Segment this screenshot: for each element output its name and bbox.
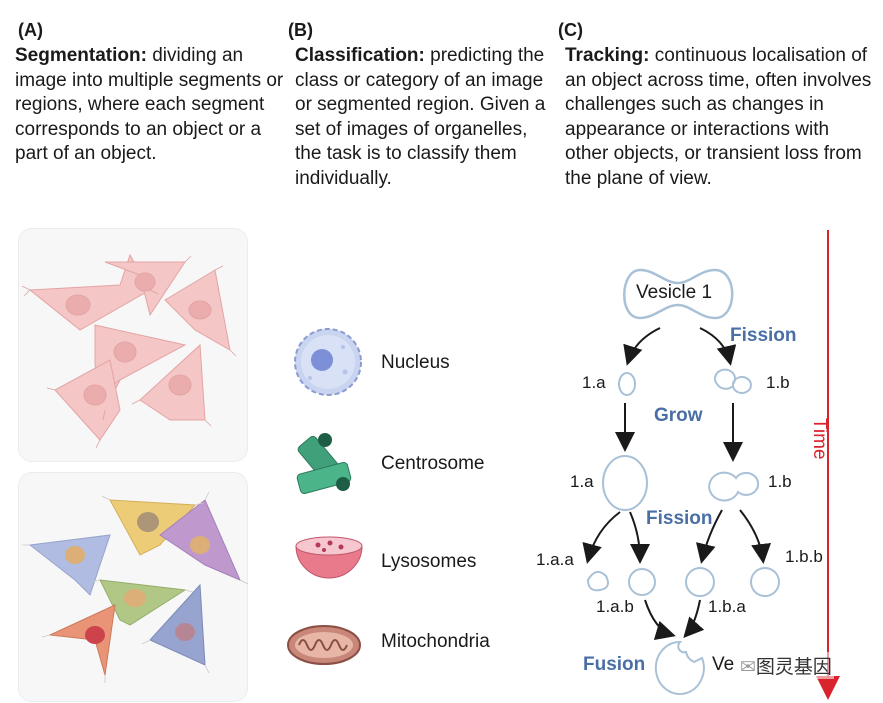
node-label-1a-grown: 1.a bbox=[570, 472, 594, 491]
grow-label: Grow bbox=[654, 405, 703, 426]
vesicle-1ab bbox=[628, 568, 656, 596]
node-label-1ab: 1.a.b bbox=[596, 597, 634, 616]
organelle-label-nucleus: Nucleus bbox=[381, 352, 450, 373]
arrow bbox=[699, 327, 737, 366]
cell-icon bbox=[99, 579, 187, 626]
node-label-1b: 1.b bbox=[766, 373, 790, 392]
cell-icon bbox=[104, 261, 186, 317]
node-label-1b-grown: 1.b bbox=[768, 472, 792, 491]
tracking-term: Tracking: bbox=[565, 45, 650, 66]
vesicle-1b-grown bbox=[708, 471, 760, 502]
segmented-cell-filopodia bbox=[22, 491, 249, 683]
arrow bbox=[739, 509, 772, 564]
cell-icon bbox=[164, 269, 231, 351]
arrow bbox=[629, 511, 650, 564]
node-label-1a: 1.a bbox=[582, 373, 606, 392]
cell-icon bbox=[149, 583, 206, 666]
classification-description: Classification: predicting the class or … bbox=[295, 44, 557, 191]
fission-label-2: Fission bbox=[646, 508, 713, 529]
panel-b-letter: (B) bbox=[288, 20, 313, 40]
tracking-vesicles bbox=[586, 368, 780, 695]
tracking-description: Tracking: continuous localisation of an … bbox=[565, 44, 875, 191]
watermark-text: 图灵基因 bbox=[755, 657, 832, 678]
node-label-1aa: 1.a.a bbox=[536, 550, 574, 569]
node-label-1bb: 1.b.b bbox=[785, 547, 823, 566]
watermark-chat-icon: ✉ bbox=[740, 657, 756, 678]
segmentation-term: Segmentation: bbox=[15, 45, 147, 66]
segmentation-description: Segmentation: dividing an image into mul… bbox=[15, 44, 287, 167]
arrow bbox=[644, 599, 676, 641]
vesicle-1ba bbox=[685, 567, 715, 597]
segmented-cells bbox=[28, 499, 241, 676]
organelle-label-centrosome: Centrosome bbox=[381, 453, 485, 474]
cell-icon bbox=[48, 604, 116, 676]
lysosome-icon bbox=[295, 536, 363, 579]
node-label-1ba: 1.b.a bbox=[708, 597, 746, 616]
tracking-text: continuous localisation of an object acr… bbox=[565, 45, 872, 189]
raw-cells bbox=[28, 253, 231, 441]
time-axis-label: Time bbox=[809, 418, 830, 460]
classification-term: Classification: bbox=[295, 45, 425, 66]
vesicle-1aa bbox=[586, 570, 609, 592]
tracking-arrows bbox=[582, 327, 772, 641]
arrow bbox=[623, 327, 661, 366]
fused-vesicle-label: Ve bbox=[712, 654, 735, 675]
vesicle-1-shape bbox=[623, 268, 734, 320]
arrow bbox=[696, 509, 723, 564]
nucleus-icon bbox=[294, 328, 362, 396]
vesicle-1b-small bbox=[714, 368, 752, 394]
centrosome-icon bbox=[296, 433, 352, 494]
fission-label-1: Fission bbox=[730, 325, 797, 346]
organelle-label-lysosomes: Lysosomes bbox=[381, 551, 477, 572]
arrow bbox=[582, 511, 621, 564]
cell-icon bbox=[54, 359, 121, 441]
panel-c-letter: (C) bbox=[558, 20, 583, 40]
cell-icon bbox=[94, 324, 187, 412]
vesicle-fused bbox=[654, 640, 705, 695]
vesicle-1-label: Vesicle 1 bbox=[636, 282, 713, 303]
cell-icon bbox=[28, 534, 111, 596]
organelle-label-mitochondria: Mitochondria bbox=[381, 631, 490, 652]
cell-icon bbox=[109, 499, 197, 556]
arrow bbox=[683, 599, 705, 638]
classification-text: predicting the class or category of an i… bbox=[295, 45, 546, 189]
segmentation-text: dividing an image into multiple segments… bbox=[15, 45, 284, 164]
panel-a-letter: (A) bbox=[18, 20, 43, 40]
vesicle-1a-grown bbox=[602, 455, 648, 511]
fusion-label: Fusion bbox=[583, 654, 646, 675]
raw-cell-filopodia bbox=[21, 255, 237, 449]
vesicle-1a-small bbox=[618, 372, 636, 396]
mitochondria-icon bbox=[287, 625, 361, 665]
watermark: ✉图灵基因 bbox=[738, 652, 834, 679]
vesicle-1bb bbox=[750, 567, 780, 597]
